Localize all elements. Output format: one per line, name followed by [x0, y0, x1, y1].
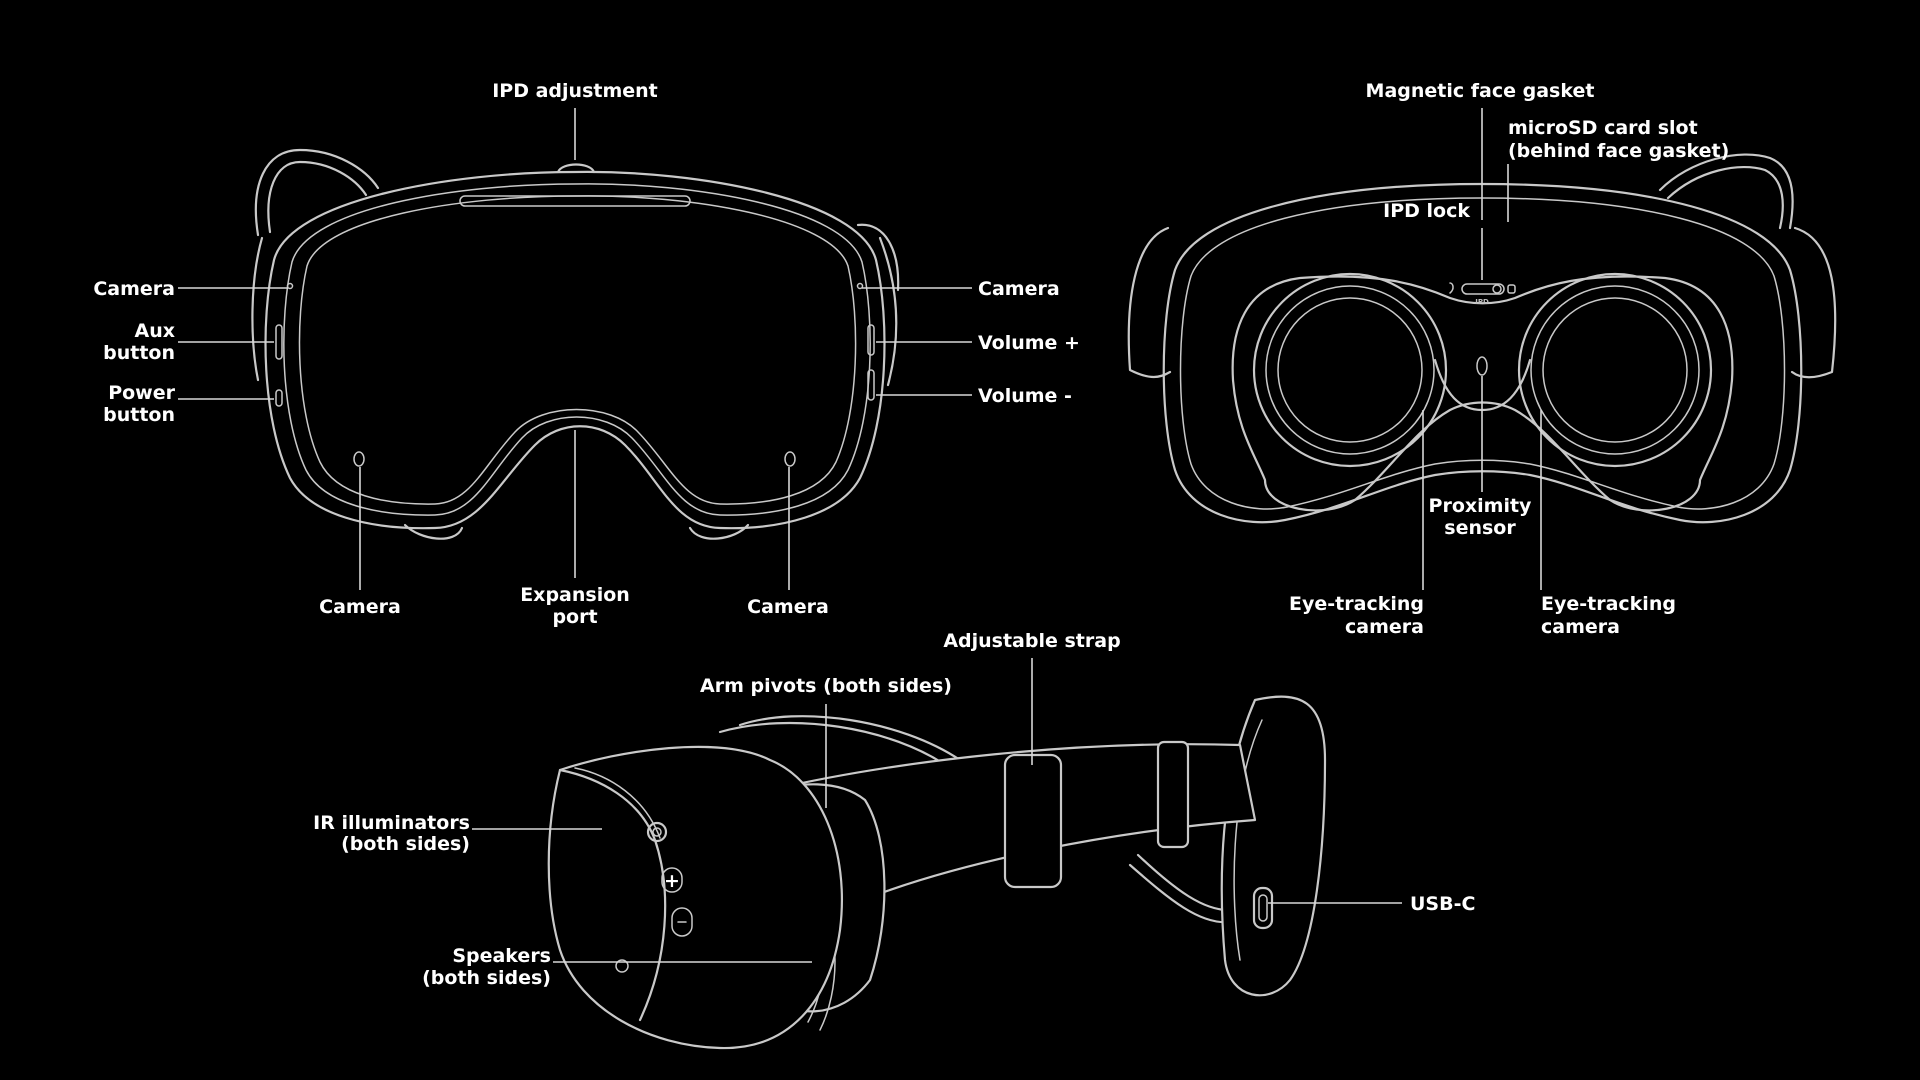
label-ir-2: (both sides): [341, 833, 470, 855]
front-right-arm: [856, 223, 900, 292]
side-camera-button: [646, 821, 668, 843]
label-ipd-adjustment: IPD adjustment: [492, 80, 658, 102]
front-view: [251, 148, 900, 540]
side-rear-pad: [1220, 695, 1327, 997]
front-left-arm: [254, 148, 380, 237]
label-magnetic-face-gasket: Magnetic face gasket: [1366, 80, 1595, 102]
label-volume-down: Volume -: [978, 385, 1072, 407]
usb-c-port: [1252, 886, 1274, 930]
label-eye-left-2: camera: [1345, 616, 1424, 638]
rear-labels: Magnetic face gasket microSD card slot (…: [1289, 80, 1729, 638]
label-volume-up: Volume +: [978, 332, 1080, 354]
label-expansion-port-2: port: [552, 606, 597, 628]
rear-face-gasket: [1231, 275, 1734, 512]
strap-buckle: [1003, 753, 1063, 889]
label-eye-left-1: Eye-tracking: [1289, 593, 1424, 615]
label-camera-left: Camera: [93, 278, 175, 300]
label-camera-right: Camera: [978, 278, 1060, 300]
label-eye-right-2: camera: [1541, 616, 1620, 638]
label-eye-right-1: Eye-tracking: [1541, 593, 1676, 615]
rear-right-arm: [1658, 153, 1794, 230]
label-power-button-2: button: [103, 404, 175, 426]
label-power-button-1: Power: [108, 382, 175, 404]
rear-left-lens: [1252, 272, 1448, 468]
side-labels: Adjustable strap Arm pivots (both sides)…: [313, 630, 1475, 989]
label-proximity-2: sensor: [1444, 517, 1516, 539]
rear-right-lens: [1517, 272, 1713, 468]
label-speakers-2: (both sides): [422, 967, 551, 989]
front-labels: IPD adjustment Camera Aux button Power b…: [93, 80, 1080, 628]
label-ir-1: IR illuminators: [313, 812, 470, 834]
side-front-body: [547, 745, 844, 1050]
label-microsd-2: (behind face gasket): [1508, 140, 1729, 162]
proximity-sensor: [1476, 356, 1488, 376]
label-proximity-1: Proximity: [1429, 495, 1533, 517]
label-usb-c: USB-C: [1410, 893, 1475, 915]
label-aux-button-1: Aux: [135, 320, 176, 342]
svg-text:IPD: IPD: [1475, 298, 1489, 306]
label-speakers-1: Speakers: [452, 945, 551, 967]
svg-text:+: +: [664, 870, 680, 892]
label-aux-button-2: button: [103, 342, 175, 364]
label-adjustable-strap: Adjustable strap: [943, 630, 1120, 652]
front-outer-shell: [264, 170, 886, 530]
label-camera-bottom-right: Camera: [747, 596, 829, 618]
label-expansion-port-1: Expansion: [520, 584, 630, 606]
label-arm-pivots: Arm pivots (both sides): [700, 675, 952, 697]
label-microsd-1: microSD card slot: [1508, 117, 1698, 139]
side-view: +: [547, 695, 1327, 1050]
label-camera-bottom-left: Camera: [319, 596, 401, 618]
label-ipd-lock: IPD lock: [1383, 200, 1470, 222]
